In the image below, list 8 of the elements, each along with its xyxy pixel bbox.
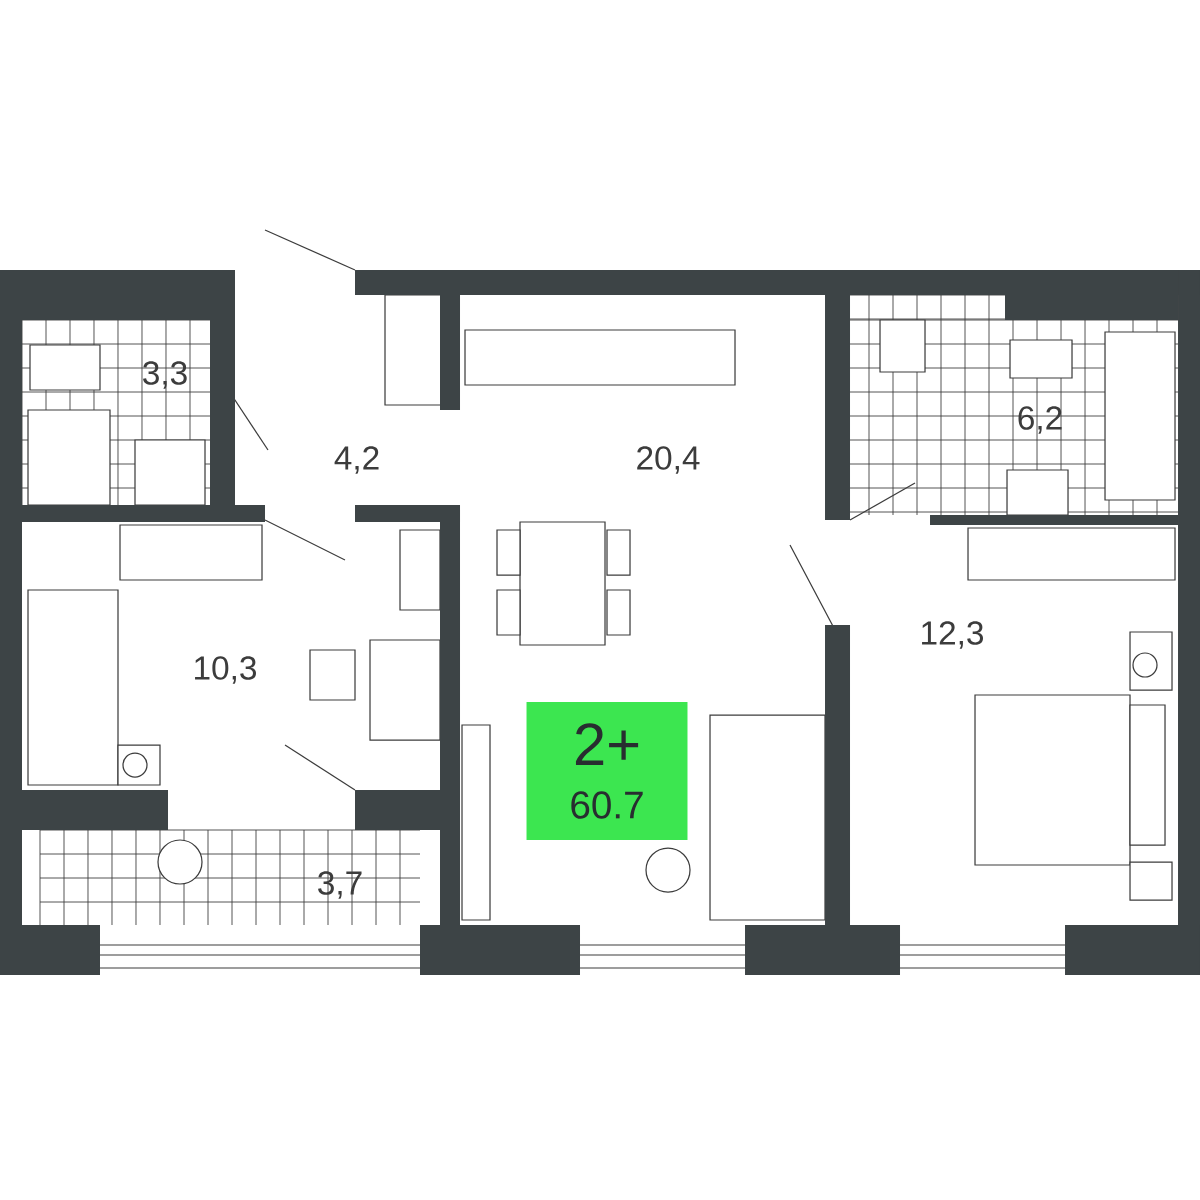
- room-area-label: 10,3: [195, 656, 256, 684]
- room-area-label: 20,4: [637, 446, 700, 474]
- room-area-label: 3,3: [143, 361, 187, 389]
- room-area-label: 6,2: [1018, 406, 1062, 434]
- room-area-label: 12,3: [922, 621, 983, 649]
- room-area-label: 3,7: [318, 871, 362, 899]
- area-badge: 2+ 60.7: [526, 702, 688, 840]
- room-area-label: 4,2: [334, 446, 379, 474]
